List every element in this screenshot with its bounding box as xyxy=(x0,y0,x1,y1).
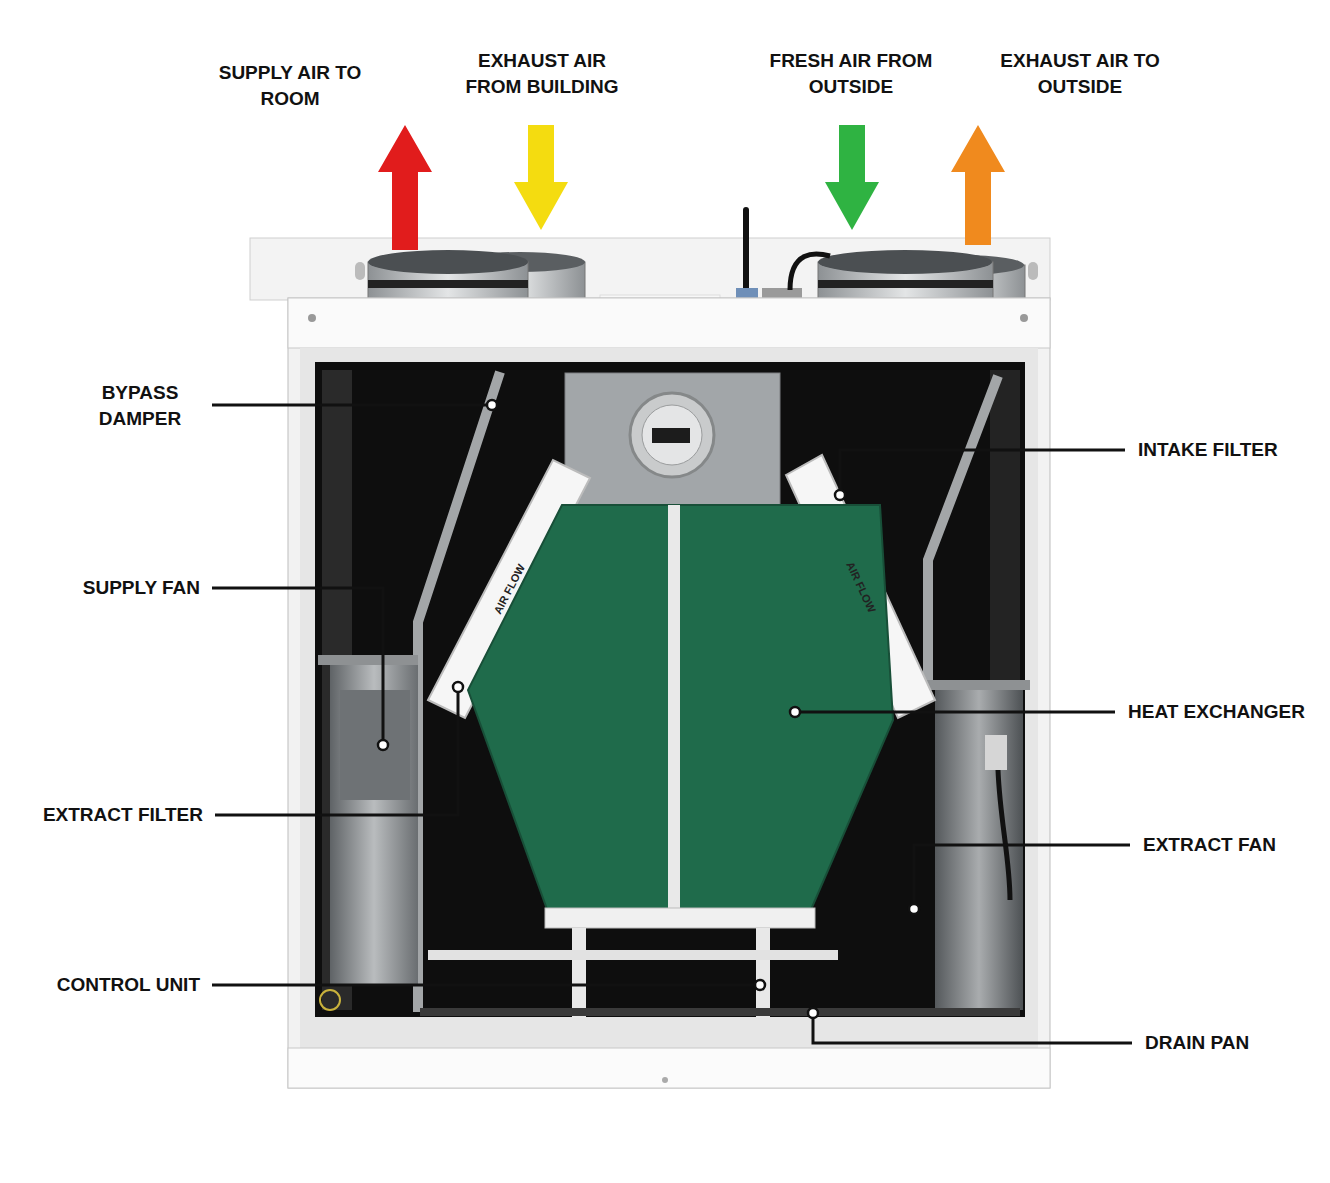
part-label: SUPPLY FAN xyxy=(83,575,200,601)
flow-label: FRESH AIR FROM OUTSIDE xyxy=(761,48,941,100)
part-label: DRAIN PAN xyxy=(1145,1030,1249,1056)
part-label: HEAT EXCHANGER xyxy=(1128,699,1305,725)
part-label: CONTROL UNIT xyxy=(57,972,200,998)
part-label: EXTRACT FILTER xyxy=(43,802,203,828)
flow-label: EXHAUST AIR FROM BUILDING xyxy=(452,48,632,100)
part-label: EXTRACT FAN xyxy=(1143,832,1276,858)
part-label: BYPASS DAMPER xyxy=(75,380,205,432)
flow-label: SUPPLY AIR TO ROOM xyxy=(215,60,365,112)
flow-label: EXHAUST AIR TO OUTSIDE xyxy=(1000,48,1160,100)
part-label: INTAKE FILTER xyxy=(1138,437,1278,463)
